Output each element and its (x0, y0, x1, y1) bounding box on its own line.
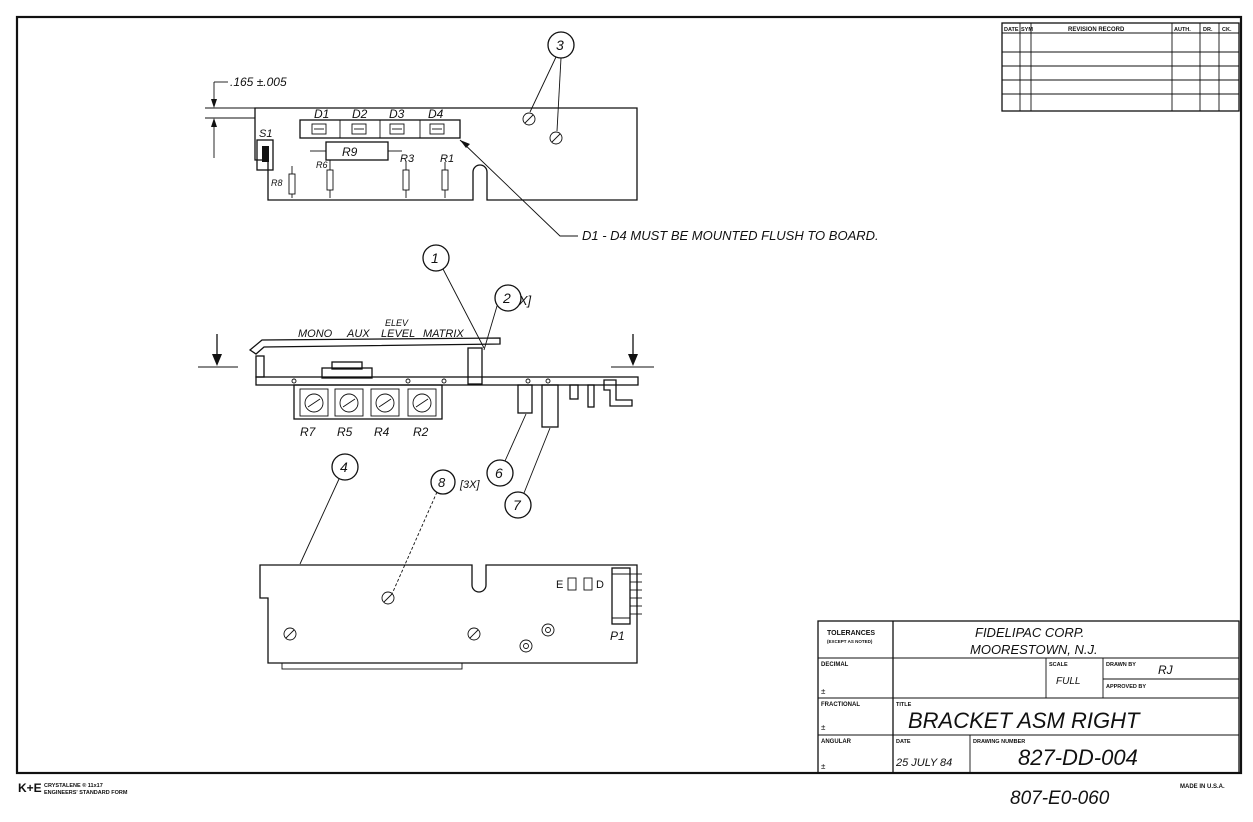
made-in-usa: MADE IN U.S.A. (1180, 784, 1225, 790)
rev-header-date: DATE (1004, 27, 1019, 33)
brand-logo: K+E (18, 781, 42, 795)
ref-d1: D1 (314, 107, 329, 121)
drawing-number: 827-DD-004 (1018, 745, 1138, 770)
drawn-by-label: DRAWN BY (1106, 662, 1136, 668)
top-dimension: .165 ±.005 (230, 75, 287, 89)
label-mono: MONO (298, 328, 333, 340)
title-block: TOLERANCES (EXCEPT AS NOTED) DECIMAL ± F… (817, 620, 1240, 774)
ref-r8: R8 (271, 178, 283, 188)
balloon-1: 1 (431, 250, 439, 266)
ref-d4: D4 (428, 107, 444, 121)
decimal-label: DECIMAL (821, 662, 849, 668)
fractional-label: FRACTIONAL (821, 702, 860, 708)
balloon-2: 4 (340, 459, 348, 475)
note-flush-mount: D1 - D4 MUST BE MOUNTED FLUSH TO BOARD. (582, 228, 879, 243)
rev-header-auth: AUTH. (1174, 27, 1191, 33)
drawing-number-label: DRAWING NUMBER (973, 739, 1025, 745)
balloon-3: 3 (556, 37, 564, 53)
footer-line2: ENGINEERS' STANDARD FORM (44, 790, 128, 796)
balloon-8: 8 (438, 475, 446, 490)
date-value: 25 JULY 84 (895, 757, 952, 769)
footer-line1: CRYSTALENE ® 11x17 (44, 782, 103, 789)
ref-r6: R6 (316, 160, 328, 170)
label-matrix: MATRIX (423, 328, 464, 340)
bottom-view: E D P1 [3X] (259, 479, 642, 670)
rev-header-record: REVISION RECORD (1068, 27, 1125, 33)
label-aux: AUX (346, 328, 370, 340)
title-label: TITLE (896, 702, 912, 708)
fractional-pm: ± (821, 723, 826, 732)
rev-header-dr: DR. (1203, 27, 1213, 33)
angular-pm: ± (821, 762, 826, 771)
pot-r2: R2 (413, 425, 429, 439)
angular-label: ANGULAR (821, 739, 852, 745)
ref-r9: R9 (342, 145, 358, 159)
silkscreen-d: D (596, 579, 604, 591)
scale-value: FULL (1056, 676, 1080, 687)
balloon-7: 7 (513, 497, 522, 513)
drawing-title: BRACKET ASM RIGHT (908, 708, 1141, 733)
tolerances-label: TOLERANCES (827, 630, 875, 637)
side-view: MONO AUX ELEV LEVEL MATRIX R7 R5 R4 R2 [… (198, 293, 654, 439)
revision-block: DATE SYM REVISION RECORD AUTH. DR. CK. (1001, 22, 1240, 112)
ref-d2: D2 (352, 107, 368, 121)
footer: K+E CRYSTALENE ® 11x17 ENGINEERS' STANDA… (18, 781, 1225, 809)
ref-s1: S1 (259, 128, 272, 140)
approved-by-label: APPROVED BY (1106, 684, 1146, 690)
ref-r3: R3 (400, 153, 415, 165)
scale-label: SCALE (1049, 662, 1068, 668)
rev-header-ck: CK. (1222, 27, 1232, 33)
form-number: 807-E0-060 (1010, 788, 1110, 809)
ref-d3: D3 (389, 107, 405, 121)
rev-header-sym: SYM (1021, 27, 1033, 33)
ref-p1: P1 (610, 629, 625, 643)
decimal-pm: ± (821, 687, 826, 696)
balloon-6: 6 (495, 465, 503, 481)
sheet-border (15, 15, 1243, 775)
silkscreen-e: E (556, 579, 563, 591)
balloons: 3 1 2 4 8 6 7 (299, 31, 575, 595)
label-level: LEVEL (381, 328, 415, 340)
ref-r1: R1 (440, 153, 454, 165)
qty-3x: [3X] (459, 479, 481, 491)
company-location: MOORESTOWN, N.J. (970, 642, 1098, 657)
date-label: DATE (896, 739, 911, 745)
tolerances-sub: (EXCEPT AS NOTED) (827, 639, 873, 644)
top-view: .165 ±.005 D1 D2 D3 D4 S1 R9 (205, 75, 879, 243)
label-elev: ELEV (385, 318, 409, 328)
pot-r5: R5 (337, 425, 353, 439)
pot-r7: R7 (300, 425, 317, 439)
company-name: FIDELIPAC CORP. (975, 625, 1084, 640)
pot-r4: R4 (374, 425, 390, 439)
drawn-by-value: RJ (1158, 663, 1174, 677)
balloon-4: 2 (502, 290, 511, 306)
